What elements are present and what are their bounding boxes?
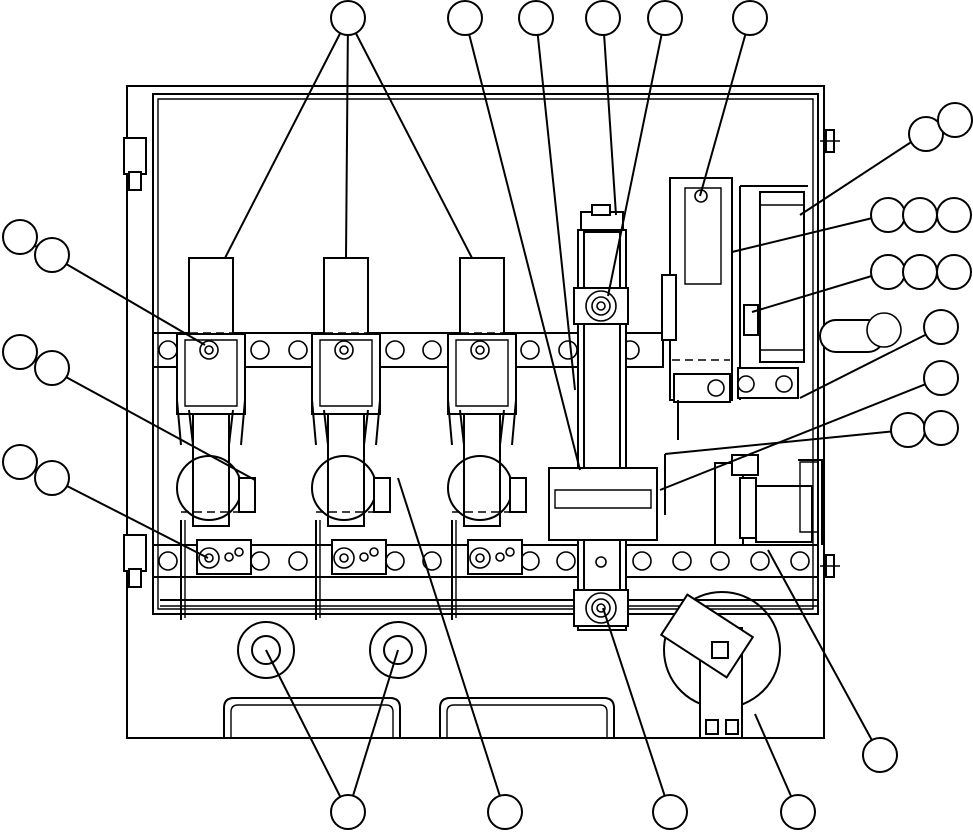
callout-bubble bbox=[937, 255, 971, 289]
callout-bubble bbox=[653, 795, 687, 829]
leader-line bbox=[536, 18, 575, 390]
callout-bubble bbox=[3, 220, 37, 254]
callout-bubble bbox=[781, 795, 815, 829]
disconnect-handle bbox=[661, 592, 780, 738]
center-bus-bar bbox=[549, 205, 657, 630]
leader-line bbox=[465, 18, 580, 470]
callout-bubble bbox=[863, 738, 897, 772]
rail-hole bbox=[559, 341, 577, 359]
rail-hole bbox=[289, 341, 307, 359]
leader-line bbox=[700, 18, 750, 196]
rail-hole bbox=[159, 552, 177, 570]
rail-holes bbox=[159, 341, 809, 570]
rail-hole bbox=[423, 552, 441, 570]
callout-bubble bbox=[331, 1, 365, 35]
leader-line bbox=[603, 608, 670, 812]
rail-hole bbox=[633, 552, 651, 570]
callout-bubble bbox=[924, 361, 958, 395]
callout-bubble bbox=[35, 351, 69, 385]
fuse-body bbox=[464, 414, 500, 526]
rail-hole bbox=[673, 552, 691, 570]
knockouts bbox=[224, 622, 614, 738]
callout-bubble bbox=[871, 198, 905, 232]
rail-hole bbox=[386, 552, 404, 570]
callout-bubble bbox=[519, 1, 553, 35]
rail-hole bbox=[521, 552, 539, 570]
capacitor-unit bbox=[738, 186, 901, 400]
callout-bubble bbox=[35, 238, 69, 272]
leader-line bbox=[603, 18, 616, 215]
fuse-pole bbox=[448, 258, 526, 620]
side-terminal bbox=[239, 478, 255, 512]
callout-bubble bbox=[3, 335, 37, 369]
enclosure bbox=[124, 86, 840, 738]
rail-hole bbox=[159, 341, 177, 359]
callout-bubbles bbox=[3, 1, 972, 829]
callout-bubble bbox=[448, 1, 482, 35]
leader-line bbox=[800, 327, 941, 398]
callout-bubble bbox=[648, 1, 682, 35]
callout-bubble bbox=[331, 795, 365, 829]
fuse-poles bbox=[177, 258, 526, 620]
rail-hole bbox=[521, 341, 539, 359]
leader-line bbox=[346, 18, 348, 258]
rail-hole bbox=[711, 552, 729, 570]
callout-bubble bbox=[871, 255, 905, 289]
callout-bubble bbox=[3, 445, 37, 479]
callout-bubble bbox=[586, 1, 620, 35]
hinge-top bbox=[124, 138, 146, 174]
relay-unit bbox=[662, 178, 732, 440]
fuse-cap bbox=[460, 258, 504, 336]
hinge-bottom bbox=[124, 535, 146, 571]
rail-hole bbox=[557, 552, 575, 570]
callout-bubble bbox=[488, 795, 522, 829]
fuse-pole bbox=[312, 258, 390, 620]
leader-line bbox=[800, 133, 925, 215]
leader-line bbox=[665, 430, 906, 454]
rail-hole bbox=[386, 341, 404, 359]
rail-hole bbox=[251, 552, 269, 570]
leader-line bbox=[732, 215, 885, 252]
rail-hole bbox=[423, 341, 441, 359]
side-terminal bbox=[374, 478, 390, 512]
leader-line bbox=[768, 550, 880, 755]
fuse-pole bbox=[177, 258, 255, 620]
rail-hole bbox=[289, 552, 307, 570]
callout-bubble bbox=[733, 1, 767, 35]
rail-hole bbox=[751, 552, 769, 570]
leader-line bbox=[608, 18, 665, 296]
callout-bubble bbox=[937, 198, 971, 232]
leader-line bbox=[660, 378, 941, 490]
rail-hole bbox=[251, 341, 269, 359]
upper-rail bbox=[153, 333, 663, 367]
leader-line bbox=[398, 478, 505, 812]
callout-bubble bbox=[891, 413, 925, 447]
callout-bubble bbox=[903, 198, 937, 232]
rail-hole bbox=[791, 552, 809, 570]
terminal-block bbox=[715, 455, 822, 545]
callout-bubble bbox=[938, 103, 972, 137]
leader-line bbox=[752, 272, 885, 312]
callout-bubble bbox=[924, 411, 958, 445]
leader-line bbox=[225, 18, 348, 258]
fuse-body bbox=[193, 414, 229, 526]
leader-line bbox=[348, 650, 398, 812]
fuse-cap bbox=[324, 258, 368, 336]
side-terminal bbox=[510, 478, 526, 512]
callout-bubble bbox=[924, 310, 958, 344]
leader-line bbox=[266, 650, 348, 812]
callout-bubble bbox=[909, 117, 943, 151]
callout-bubble bbox=[35, 461, 69, 495]
fuse-cap bbox=[189, 258, 233, 336]
fuse-body bbox=[328, 414, 364, 526]
callout-bubble bbox=[903, 255, 937, 289]
leader-line bbox=[348, 18, 472, 258]
